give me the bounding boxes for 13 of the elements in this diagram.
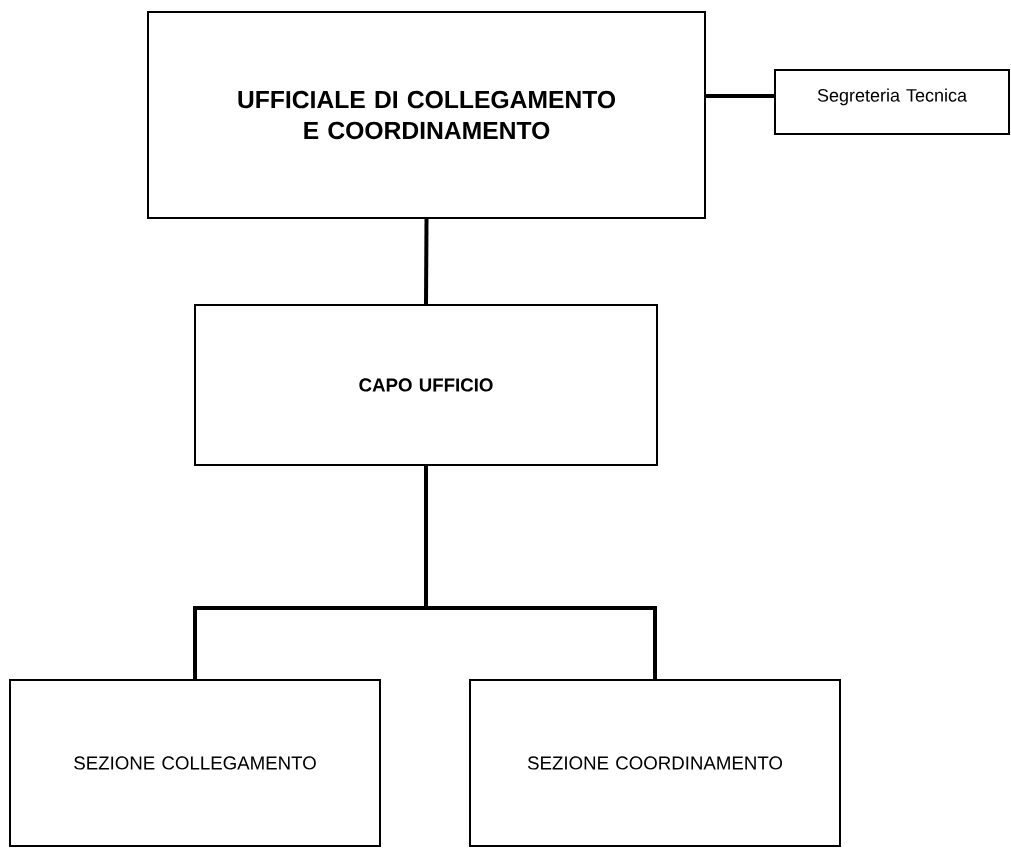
connector-line — [424, 219, 429, 304]
process-box — [469, 679, 841, 847]
side-box — [774, 69, 1010, 135]
heading-box — [147, 11, 706, 219]
connector-line — [706, 94, 774, 98]
node-label: UFFICIALE DI COLLEGAMENTO E COORDINAMENTO — [238, 90, 616, 140]
node-label: SEZIONE COORDINAMENTO — [527, 756, 783, 770]
node-label: CAPO UFFICIO — [359, 378, 493, 392]
process-box — [194, 304, 658, 466]
connector-line — [424, 466, 657, 679]
process-box — [9, 679, 381, 847]
node-label: Segreteria Tecnica — [817, 88, 968, 106]
node-label: SEZIONE COLLEGAMENTO — [74, 756, 316, 770]
